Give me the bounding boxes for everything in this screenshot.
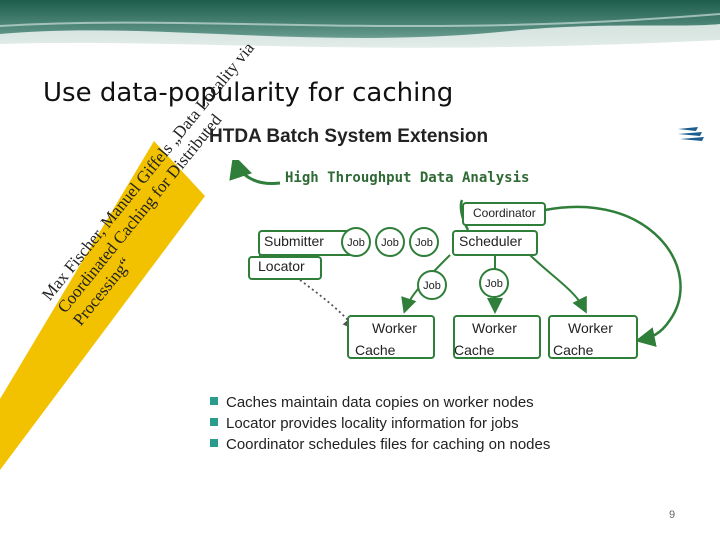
- scheduler-label: Scheduler: [459, 233, 522, 249]
- bullet-item: Caches maintain data copies on worker no…: [210, 394, 550, 415]
- bullet-square-icon: [210, 439, 218, 447]
- slide-title: Use data-popularity for caching: [43, 78, 453, 108]
- bullet-text: Caches maintain data copies on worker no…: [226, 394, 534, 411]
- cache-label-1: Cache: [355, 342, 395, 358]
- job-node-3: Job: [409, 227, 439, 257]
- institution-logo-icon: [676, 125, 706, 147]
- bullet-square-icon: [210, 397, 218, 405]
- figure-title: HTDA Batch System Extension: [209, 126, 488, 148]
- job-node-4: Job: [417, 270, 447, 300]
- worker-label-1: Worker: [372, 320, 417, 336]
- bullet-text: Locator provides locality information fo…: [226, 415, 519, 432]
- coordinator-label: Coordinator: [473, 206, 536, 220]
- bullet-item: Coordinator schedules files for caching …: [210, 436, 550, 457]
- bullet-text: Coordinator schedules files for caching …: [226, 436, 550, 453]
- locator-label: Locator: [258, 258, 305, 274]
- job-node-5: Job: [479, 268, 509, 298]
- citation-line-2: Coordinated Caching for Distributed: [54, 118, 221, 317]
- cache-label-2: Cache: [454, 342, 494, 358]
- bullet-square-icon: [210, 418, 218, 426]
- job-node-1: Job: [341, 227, 371, 257]
- submitter-label: Submitter: [264, 233, 324, 249]
- cache-label-3: Cache: [553, 342, 593, 358]
- job-node-2: Job: [375, 227, 405, 257]
- worker-label-3: Worker: [568, 320, 613, 336]
- architecture-diagram: Coordinator Submitter Job Job Job Schedu…: [200, 160, 700, 390]
- header-banner: [0, 0, 720, 62]
- worker-label-2: Worker: [472, 320, 517, 336]
- bullet-item: Locator provides locality information fo…: [210, 415, 550, 436]
- bullet-list: Caches maintain data copies on worker no…: [210, 394, 550, 457]
- page-number: 9: [669, 509, 675, 521]
